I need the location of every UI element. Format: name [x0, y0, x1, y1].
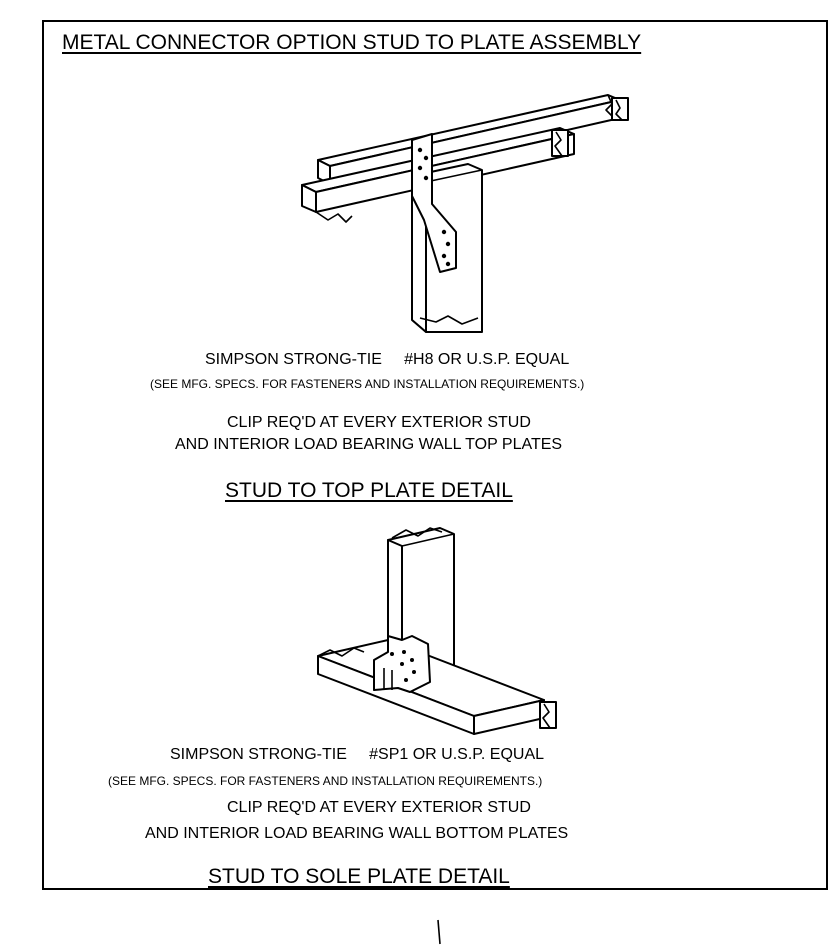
top-requirement-line2: AND INTERIOR LOAD BEARING WALL TOP PLATE… — [175, 436, 563, 453]
drawing-border — [42, 20, 828, 890]
sole-plate-drawing — [317, 527, 557, 735]
bottom-requirement-line1: CLIP REQ'D AT EVERY EXTERIOR STUD — [227, 799, 531, 816]
bottom-requirement-line2: AND INTERIOR LOAD BEARING WALL BOTTOM PL… — [145, 825, 569, 842]
bottom-detail-heading: STUD TO SOLE PLATE DETAIL — [208, 865, 510, 888]
bottom-connector-spec: SIMPSON STRONG-TIE #SP1 OR U.S.P. EQUAL — [170, 746, 545, 763]
top-plate-drawing — [301, 94, 629, 333]
top-detail-heading: STUD TO TOP PLATE DETAIL — [225, 479, 513, 502]
bottom-fastener-note: (SEE MFG. SPECS. FOR FASTENERS AND INSTA… — [108, 774, 543, 788]
top-fastener-note: (SEE MFG. SPECS. FOR FASTENERS AND INSTA… — [150, 377, 585, 391]
h8-clip — [411, 133, 457, 273]
top-connector-spec: SIMPSON STRONG-TIE #H8 OR U.S.P. EQUAL — [205, 351, 570, 368]
page-title: METAL CONNECTOR OPTION STUD TO PLATE ASS… — [62, 31, 642, 54]
top-requirement-line1: CLIP REQ'D AT EVERY EXTERIOR STUD — [227, 414, 531, 431]
